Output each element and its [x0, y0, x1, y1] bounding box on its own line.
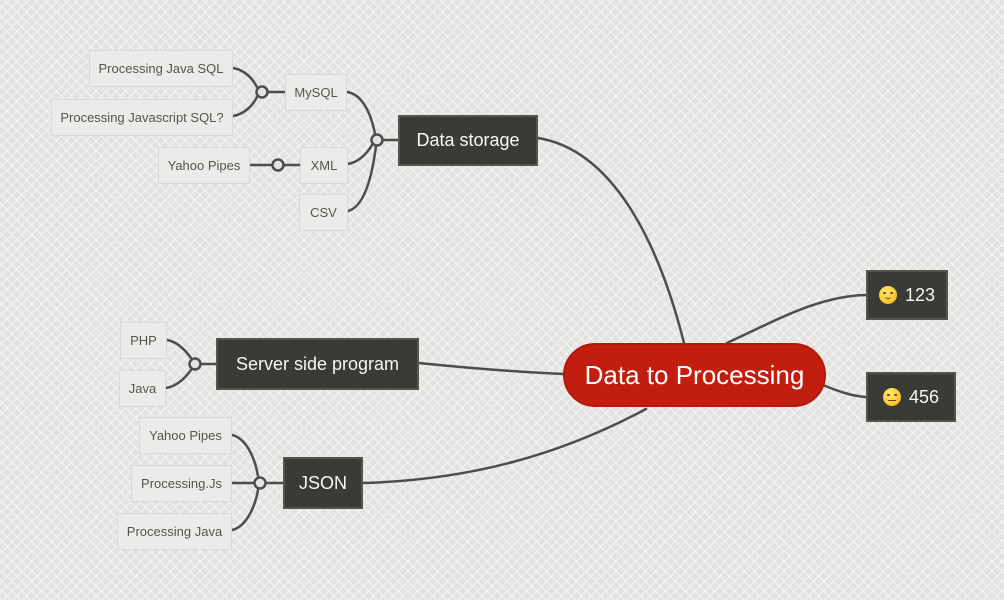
node-label: Processing.Js — [141, 476, 222, 491]
connector-line — [346, 143, 374, 166]
node-processing-javascript-sql[interactable]: Processing Javascript SQL? — [51, 99, 233, 136]
node-label: Data to Processing — [584, 359, 805, 390]
node-mysql[interactable]: MySQL — [285, 74, 347, 111]
node-label: JSON — [298, 472, 347, 493]
connector-line — [361, 407, 648, 485]
node-label: Yahoo Pipes — [149, 428, 222, 443]
link-junction-dot — [271, 158, 285, 172]
node-processing-java-sql[interactable]: Processing Java SQL — [89, 50, 233, 87]
connector-line — [231, 95, 259, 118]
node-php[interactable]: PHP — [120, 322, 167, 359]
node-label: PHP — [130, 333, 157, 348]
link-junction-dot — [255, 85, 269, 99]
connector-line — [231, 66, 259, 89]
neutral-face-emoji-icon — [882, 388, 901, 406]
node-label: Processing Java SQL — [98, 61, 224, 76]
node-456[interactable]: 456 — [866, 372, 956, 422]
node-processing-java[interactable]: Processing Java — [117, 513, 232, 550]
link-junction-dot — [370, 133, 384, 147]
node-label: XML — [310, 158, 338, 173]
node-yahoo-pipes-xml[interactable]: Yahoo Pipes — [158, 147, 250, 184]
connector-line — [345, 90, 377, 136]
node-java[interactable]: Java — [119, 370, 166, 407]
node-csv[interactable]: CSV — [299, 194, 348, 231]
node-label: 123 — [904, 284, 936, 305]
node-label: Java — [128, 381, 157, 396]
node-root-data-to-processing[interactable]: Data to Processing — [563, 343, 826, 407]
node-label: 456 — [908, 386, 940, 407]
connector-line — [821, 383, 868, 399]
connector-line — [230, 488, 260, 532]
link-junction-dot — [253, 476, 267, 490]
node-json[interactable]: JSON — [283, 457, 363, 509]
node-label: Processing Java — [126, 524, 223, 539]
node-label: CSV — [310, 205, 337, 220]
node-label: Processing Javascript SQL? — [60, 110, 224, 125]
node-label: Yahoo Pipes — [167, 158, 241, 173]
node-label: MySQL — [294, 85, 338, 100]
node-yahoo-pipes-json[interactable]: Yahoo Pipes — [139, 417, 232, 454]
node-server-side-program[interactable]: Server side program — [216, 338, 419, 390]
connector-line — [725, 293, 868, 345]
connector-line — [417, 361, 566, 376]
link-junction-dot — [188, 357, 202, 371]
connector-line — [165, 338, 193, 360]
node-123[interactable]: 123 — [866, 270, 948, 320]
connector-line — [230, 433, 260, 478]
connector-line — [536, 136, 686, 345]
node-processing-js[interactable]: Processing.Js — [131, 465, 232, 502]
connector-line — [346, 144, 378, 213]
slightly-smiling-face-emoji-icon — [878, 286, 897, 304]
node-data-storage[interactable]: Data storage — [398, 115, 538, 166]
node-xml[interactable]: XML — [300, 147, 348, 184]
node-label: Data storage — [416, 130, 520, 150]
node-label: Server side program — [235, 353, 400, 374]
connector-line — [164, 368, 193, 390]
